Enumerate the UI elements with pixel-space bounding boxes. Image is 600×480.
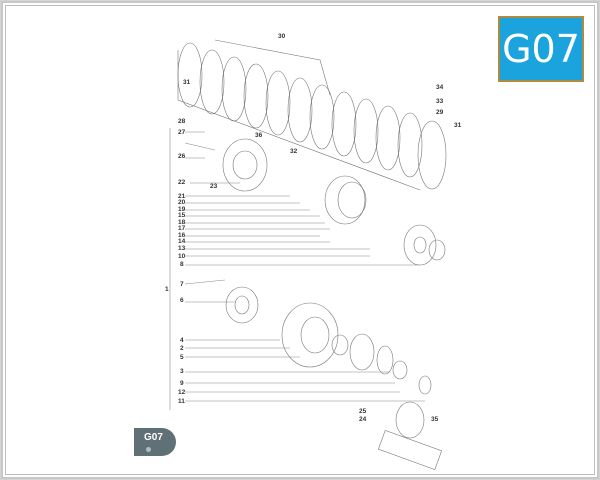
pressure-plate — [222, 138, 268, 192]
svg-text:14: 14 — [178, 238, 186, 245]
clutch-plates — [177, 42, 447, 190]
svg-text:33: 33 — [436, 98, 444, 105]
svg-text:12: 12 — [178, 389, 186, 396]
svg-text:7: 7 — [180, 281, 184, 288]
svg-text:1: 1 — [165, 286, 169, 293]
page-code-text: G07 — [502, 27, 580, 71]
svg-text:36: 36 — [255, 132, 263, 139]
footer-tag-label: G07 — [144, 432, 163, 443]
svg-text:10: 10 — [178, 253, 186, 260]
svg-text:26: 26 — [178, 153, 186, 160]
svg-text:31: 31 — [454, 122, 462, 129]
svg-text:22: 22 — [178, 179, 186, 186]
svg-text:2: 2 — [180, 345, 184, 352]
page-frame-inner — [5, 5, 595, 475]
svg-text:30: 30 — [278, 33, 286, 40]
svg-text:29: 29 — [436, 109, 444, 116]
svg-text:4: 4 — [180, 337, 184, 344]
svg-text:27: 27 — [178, 129, 186, 136]
svg-text:6: 6 — [180, 297, 184, 304]
svg-text:32: 32 — [290, 148, 298, 155]
svg-text:16: 16 — [178, 232, 186, 239]
svg-text:8: 8 — [180, 261, 184, 268]
footer-tag: G07 — [134, 428, 176, 456]
svg-text:18: 18 — [178, 219, 186, 226]
svg-text:34: 34 — [436, 84, 444, 91]
svg-text:17: 17 — [178, 225, 186, 232]
svg-text:5: 5 — [180, 354, 184, 361]
svg-text:23: 23 — [210, 183, 218, 190]
svg-text:24: 24 — [359, 416, 367, 423]
svg-text:20: 20 — [178, 199, 186, 206]
svg-text:9: 9 — [180, 380, 184, 387]
svg-text:31: 31 — [183, 79, 191, 86]
page-code-badge: G07 — [498, 16, 584, 82]
svg-text:35: 35 — [431, 416, 439, 423]
dot-icon — [146, 447, 151, 452]
svg-text:3: 3 — [180, 368, 184, 375]
svg-text:19: 19 — [178, 206, 186, 213]
svg-text:28: 28 — [178, 118, 186, 125]
svg-text:25: 25 — [359, 408, 367, 415]
svg-text:13: 13 — [178, 245, 186, 252]
svg-text:15: 15 — [178, 212, 186, 219]
svg-text:21: 21 — [178, 193, 186, 200]
svg-text:11: 11 — [178, 398, 185, 405]
